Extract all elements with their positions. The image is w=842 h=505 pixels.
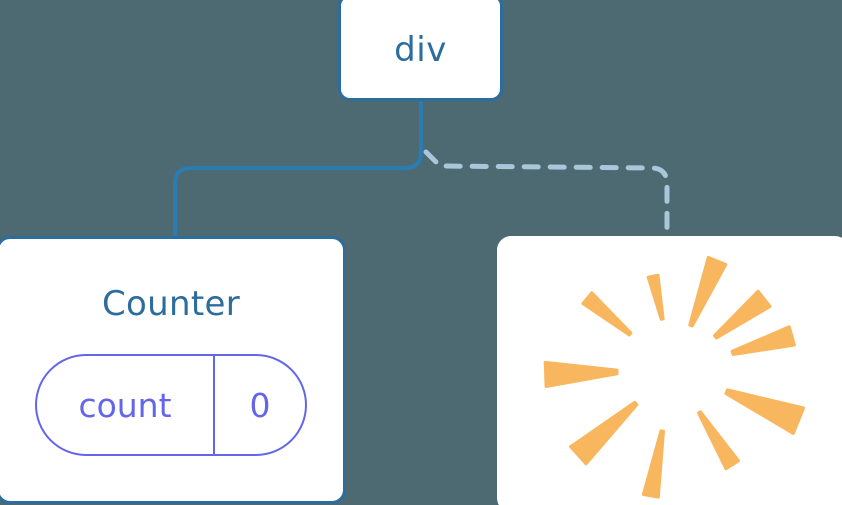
sparkle-ray-8 [724,388,806,435]
edge-div-to-counter [173,99,423,238]
sparkle-ray-3 [581,291,633,337]
prop-capsule-count[interactable]: count 0 [35,354,307,456]
sparkle-ray-6 [641,429,665,499]
edge-div-to-effect [423,149,670,239]
sparkle-ray-1 [688,255,728,328]
sparkle-ray-5 [569,400,639,466]
node-div-label: div [394,29,447,70]
node-counter[interactable]: Counter count 0 [0,236,346,504]
sparkle-ray-7 [697,410,741,471]
node-counter-label: Counter [102,284,240,324]
sparkle-ray-10 [713,289,772,340]
node-effect-sparkle[interactable] [497,236,842,505]
sparkle-ray-9 [730,325,796,357]
sparkle-ray-4 [543,360,619,388]
sparkle-burst-icon [543,255,806,499]
prop-value-count: 0 [249,385,271,425]
prop-key-count: count [37,356,215,454]
node-div[interactable]: div [338,0,503,101]
sparkle-ray-2 [646,273,665,321]
